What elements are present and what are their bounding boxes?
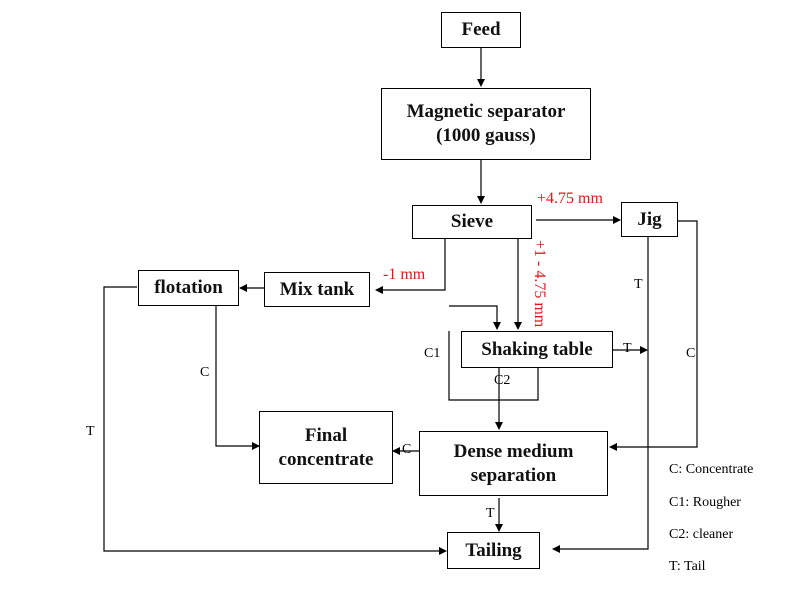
edge-label-dms-conc: C: [402, 442, 412, 457]
node-tailing-label: Tailing: [465, 539, 522, 561]
edge-jig-tail: [552, 237, 649, 553]
node-final-label-2: concentrate: [278, 448, 374, 470]
node-jig: Jig: [621, 202, 678, 237]
node-magnetic-separator: Magnetic separator (1000 gauss): [381, 88, 591, 160]
edge-jig-conc: [609, 220, 698, 451]
edge-label-jig-conc: C: [686, 346, 696, 361]
edge-label-flotation-conc: C: [200, 365, 210, 380]
node-sieve: Sieve: [412, 205, 532, 239]
edge-label-minus-1: -1 mm: [383, 266, 426, 283]
node-flotation: flotation: [138, 270, 239, 306]
node-magnetic-label-1: Magnetic separator: [406, 101, 566, 122]
node-shaking-table: Shaking table: [461, 331, 613, 368]
edge-label-flotation-tail: T: [86, 424, 95, 439]
edge-c1-return: [449, 305, 501, 330]
node-mix-tank-label: Mix tank: [279, 278, 355, 300]
edge-flotation-tail: [103, 286, 447, 555]
node-feed: Feed: [441, 12, 521, 48]
edge-label-shaking-tail: T: [623, 341, 632, 356]
edge-c1-loop: [448, 331, 539, 401]
edge-label-1-to-4-75: +1 - 4.75 mm: [531, 240, 548, 328]
node-feed-label: Feed: [461, 19, 501, 40]
node-dense-medium-separation: Dense medium separation: [419, 431, 608, 496]
edge-label-plus-4-75: +4.75 mm: [537, 190, 603, 207]
edge-label-c1: C1: [424, 346, 441, 361]
node-mix-tank: Mix tank: [264, 272, 370, 307]
node-magnetic-label-2: (1000 gauss): [436, 125, 536, 146]
node-tailing: Tailing: [447, 532, 540, 569]
node-sieve-label: Sieve: [450, 211, 494, 232]
node-flotation-label: flotation: [154, 277, 223, 298]
node-final-label-1: Final: [304, 424, 348, 446]
edge-label-c2: C2: [494, 373, 511, 388]
edge-label-jig-tail: T: [634, 277, 643, 292]
node-dms-label-1: Dense medium: [453, 440, 574, 462]
node-jig-label: Jig: [637, 208, 662, 230]
edge-label-dms-tail: T: [486, 506, 495, 521]
legend-item-concentrate: C: Concentrate: [669, 462, 754, 477]
legend-item-rougher: C1: Rougher: [669, 495, 741, 510]
legend-item-cleaner: C2: cleaner: [669, 527, 734, 542]
node-shaking-table-label: Shaking table: [481, 338, 593, 360]
node-final-concentrate: Final concentrate: [259, 411, 393, 484]
node-dms-label-2: separation: [470, 464, 557, 486]
legend-item-tail: T: Tail: [669, 559, 706, 574]
edge-sieve-mixtank: [375, 238, 446, 294]
edge-flotation-final: [215, 305, 260, 450]
